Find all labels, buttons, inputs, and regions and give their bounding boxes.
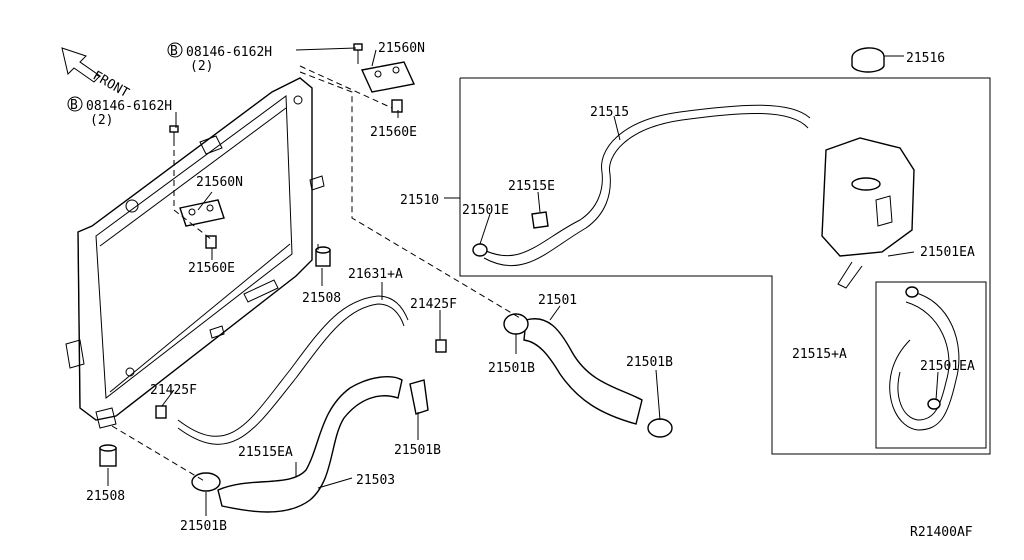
reservoir-hose: [479, 104, 811, 267]
bolt-symbol-left: B: [67, 96, 83, 113]
clamp-b-right: [647, 418, 673, 438]
label-lower-hose: 21503: [356, 473, 395, 488]
label-clamp-ea-box: 21501EA: [920, 359, 975, 374]
clip-e: [531, 211, 549, 229]
grommet-mid: [205, 235, 217, 249]
bracket-mid: [179, 199, 225, 227]
reservoir-box: [459, 77, 991, 455]
overflow-hose: [177, 295, 409, 445]
label-hose-assy: 21510: [400, 193, 439, 208]
bolt-top: [353, 43, 363, 64]
dashed-guides: [111, 65, 521, 483]
label-bolt-left-part: 08146-6162H: [86, 99, 172, 114]
label-bolt-left-qty: (2): [90, 113, 113, 128]
label-bracket-mid: 21560N: [196, 175, 243, 190]
lower-radiator-hose: [217, 376, 403, 513]
bolt-symbol-top: B: [167, 42, 183, 59]
label-reservoir-hose: 21515: [590, 105, 629, 120]
label-clamp-ea-tank: 21501EA: [920, 245, 975, 260]
label-bolt-top-qty: (2): [190, 59, 213, 74]
upper-radiator-hose: [523, 318, 643, 425]
reservoir-tank: [821, 137, 915, 289]
label-hose-plus-a: 21515+A: [792, 347, 847, 362]
label-mount-upper: 21508: [302, 291, 341, 306]
label-clip-f-lower: 21425F: [150, 383, 197, 398]
bolt-symbol-top-letter: B: [170, 44, 178, 59]
clip-f-upper: [435, 339, 447, 353]
label-clamp-b-left: 21501B: [488, 361, 535, 376]
label-clip-e: 21515E: [508, 179, 555, 194]
grommet-top: [391, 99, 403, 113]
clamp-ea-box: [905, 286, 941, 410]
mount-grommet-lower: [99, 444, 117, 467]
label-bolt-top-part: 08146-6162H: [186, 45, 272, 60]
clamp-b-upper: [503, 313, 529, 335]
label-hose-a: 21631+A: [348, 267, 403, 282]
label-clamp-b-right: 21501B: [626, 355, 673, 370]
label-upper-hose: 21501: [538, 293, 577, 308]
front-arrow-icon: [61, 47, 101, 83]
radiator: [65, 77, 325, 429]
label-clamp-e: 21501E: [462, 203, 509, 218]
bolt-symbol-left-letter: B: [70, 98, 78, 113]
mount-grommet-upper: [315, 246, 331, 267]
leader-lines: [107, 47, 939, 516]
clamp-ea-lower: [409, 379, 429, 415]
label-clip-f-upper: 21425F: [410, 297, 457, 312]
label-clamp-b-mid: 21501B: [394, 443, 441, 458]
label-bracket-top: 21560N: [378, 41, 425, 56]
reservoir-cap: [851, 47, 885, 73]
label-clamp-b-bottom: 21501B: [180, 519, 227, 534]
sub-hose-box: [875, 281, 987, 449]
label-grommet-top: 21560E: [370, 125, 417, 140]
clip-f-lower: [155, 405, 167, 419]
clamp-b-lower: [191, 472, 221, 492]
label-clamp-ea-lower: 21515EA: [238, 445, 293, 460]
clamp-e: [472, 243, 488, 257]
bolt-left: [169, 125, 179, 146]
label-mount-lower: 21508: [86, 489, 125, 504]
label-cap: 21516: [906, 51, 945, 66]
diagram-code: R21400AF: [910, 525, 973, 540]
bracket-top: [360, 61, 416, 93]
front-label: FRONT: [90, 68, 132, 101]
label-grommet-mid: 21560E: [188, 261, 235, 276]
